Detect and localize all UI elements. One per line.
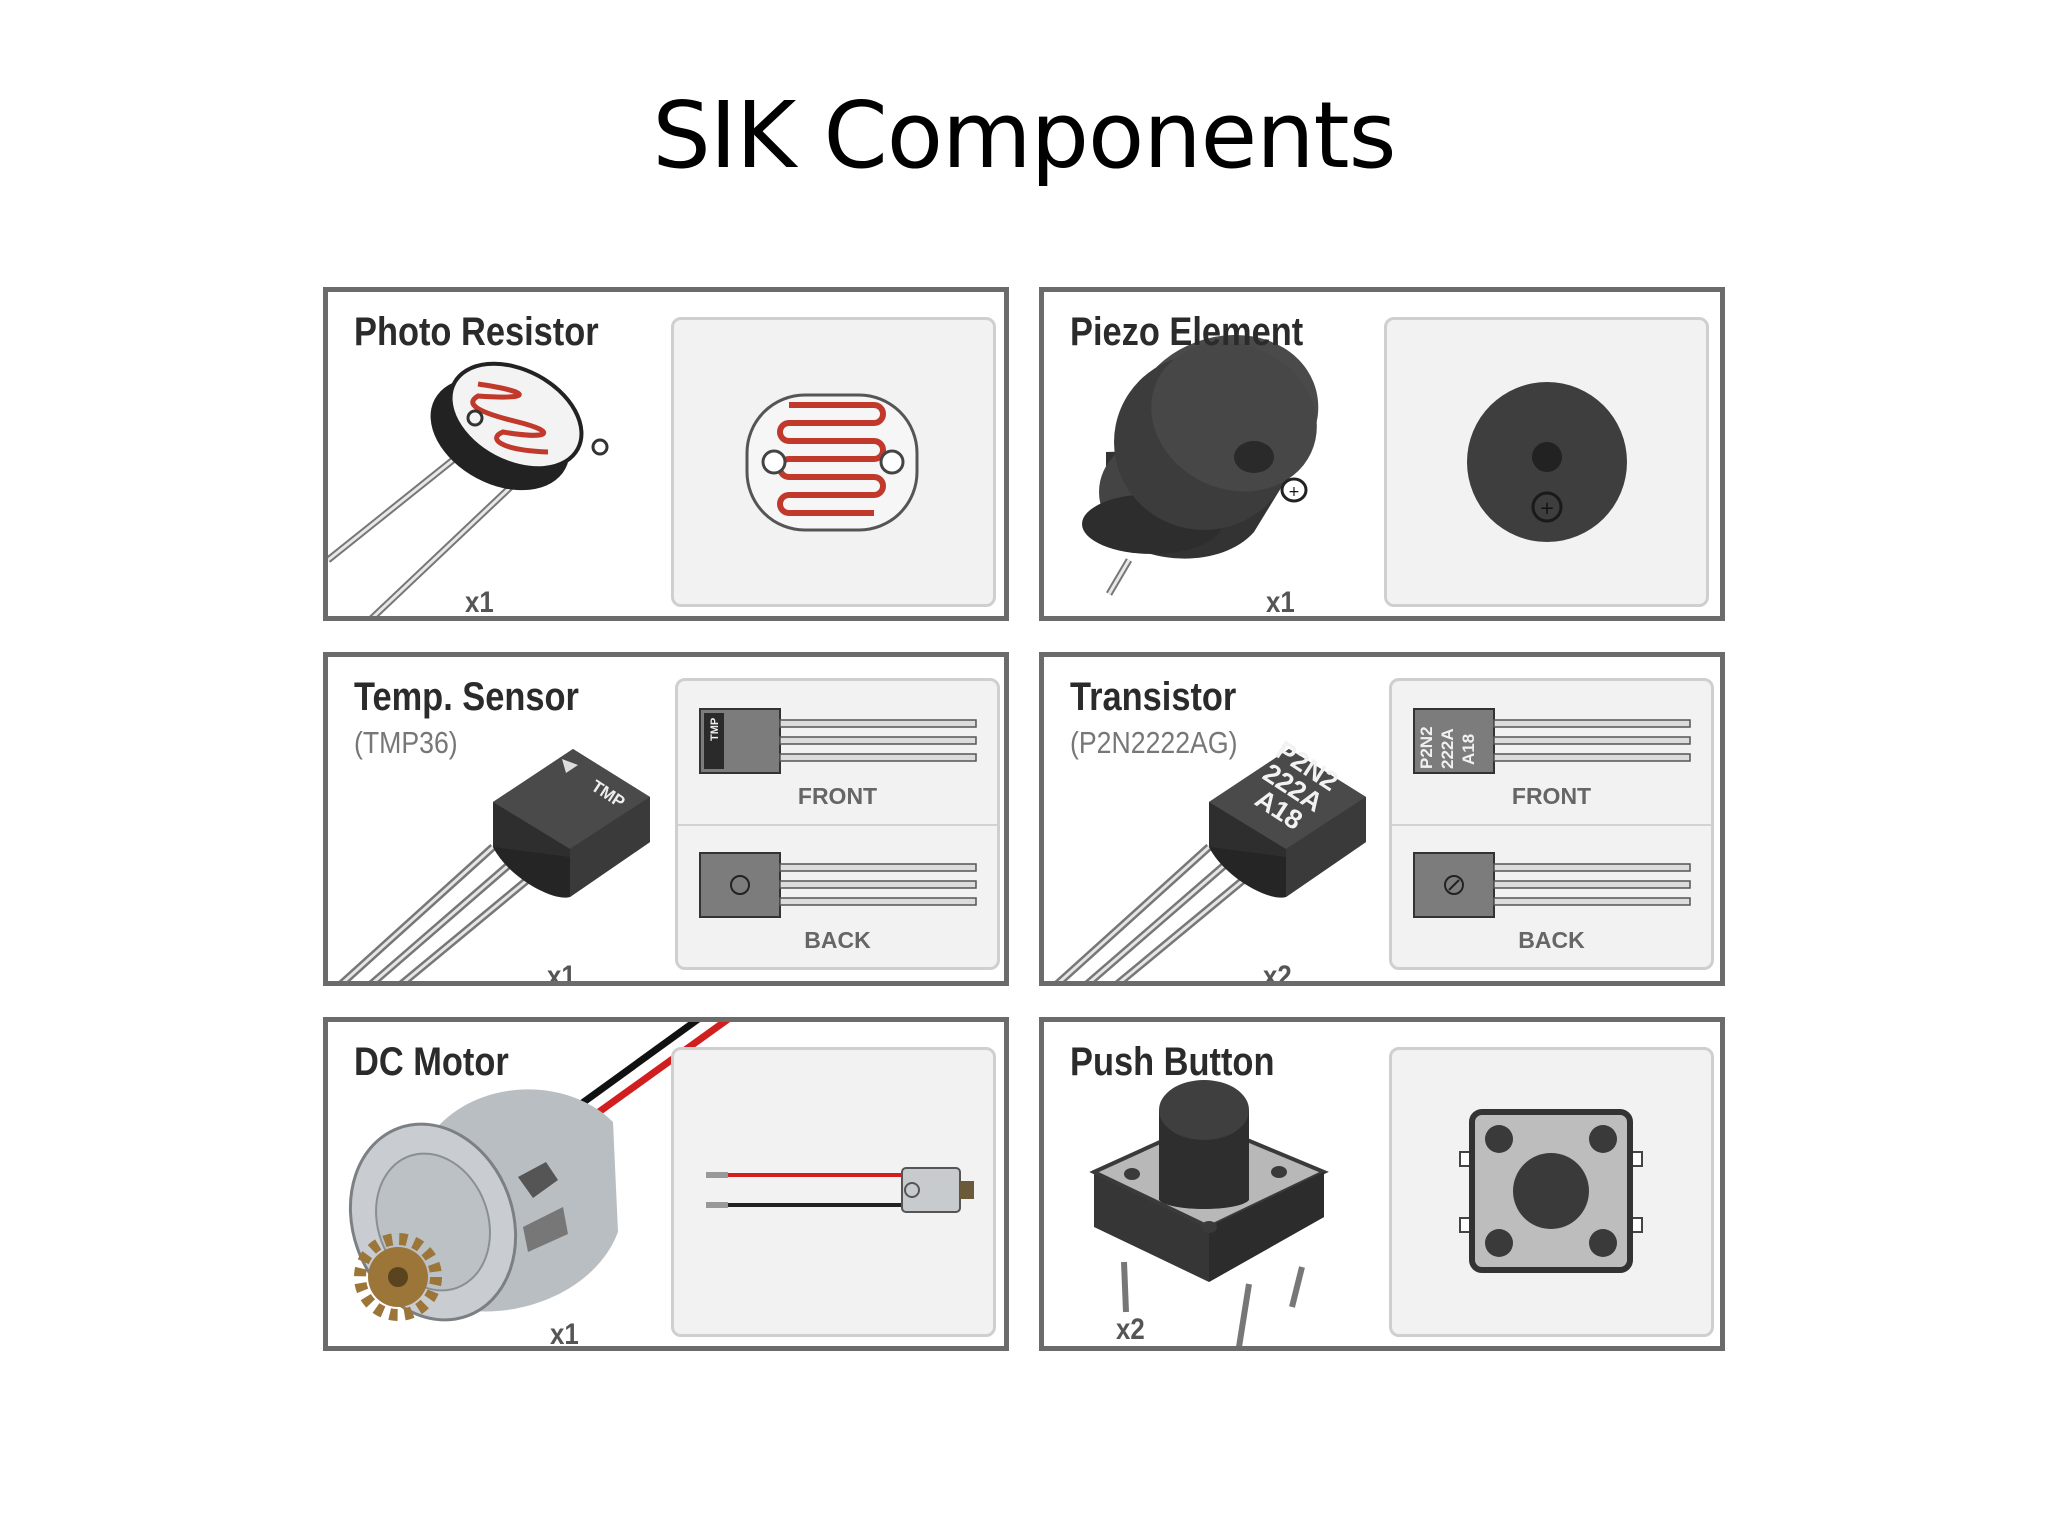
component-name: DC Motor xyxy=(354,1040,509,1084)
svg-text:+: + xyxy=(1288,484,1300,500)
component-quantity: x2 xyxy=(1263,960,1292,986)
component-name: Transistor xyxy=(1070,675,1237,719)
component-name: Piezo Element xyxy=(1070,310,1304,354)
front-label: FRONT xyxy=(1511,783,1592,809)
front-chip-line-2: 222A xyxy=(1438,728,1457,769)
front-chip-line-1: P2N2 xyxy=(1417,726,1436,769)
back-label: BACK xyxy=(804,927,871,953)
temp-sensor-card: TMP Temp. Sensor (TMP36) x1 TMP FRONT BA… xyxy=(323,652,1009,986)
svg-text:+: + xyxy=(1539,498,1554,519)
dc-motor-top-icon xyxy=(706,1167,974,1213)
photo-resistor-top-icon xyxy=(745,393,919,532)
component-part-number: (P2N2222AG) xyxy=(1070,725,1238,760)
dc-motor-card: DC Motor x1 xyxy=(323,1017,1009,1351)
push-button-top-view xyxy=(1389,1047,1714,1337)
dc-motor-icon xyxy=(348,1022,731,1322)
panel-divider xyxy=(1392,824,1711,826)
photo-resistor-top-view xyxy=(671,317,996,607)
piezo-icon: + xyxy=(1082,334,1319,596)
front-label: FRONT xyxy=(797,783,878,809)
page-title: SIK Components xyxy=(652,82,1396,189)
component-quantity: x1 xyxy=(465,586,494,619)
temp-sensor-views: TMP FRONT BACK xyxy=(675,678,1000,970)
photo-resistor-icon xyxy=(328,361,609,616)
component-name: Push Button xyxy=(1070,1040,1275,1084)
component-quantity: x1 xyxy=(550,1318,579,1351)
push-button-top-icon xyxy=(1459,1109,1643,1273)
push-button-card: Push Button x2 xyxy=(1039,1017,1725,1351)
component-quantity: x1 xyxy=(547,960,576,986)
push-button-icon xyxy=(1089,1080,1329,1346)
dc-motor-top-view xyxy=(671,1047,996,1337)
front-chip-line-3: A18 xyxy=(1459,734,1478,765)
photo-resistor-card: Photo Resistor x1 xyxy=(323,287,1009,621)
panel-divider xyxy=(678,824,997,826)
component-name: Temp. Sensor xyxy=(354,675,579,719)
component-part-number: (TMP36) xyxy=(354,725,458,760)
temp-sensor-front-back-icon: TMP xyxy=(699,708,977,918)
temp-front-chip-label: TMP xyxy=(709,718,721,741)
transistor-icon: P2N2 222A A18 xyxy=(1054,735,1366,981)
transistor-views: P2N2 222A A18 FRONT BACK xyxy=(1389,678,1714,970)
component-name: Photo Resistor xyxy=(354,310,599,354)
transistor-card: P2N2 222A A18 Transistor (P2N2222AG) x2 … xyxy=(1039,652,1725,986)
transistor-front-back-icon: P2N2 222A A18 xyxy=(1413,708,1691,918)
component-quantity: x1 xyxy=(1266,586,1295,619)
component-quantity: x2 xyxy=(1116,1313,1145,1346)
piezo-top-icon: + xyxy=(1467,382,1627,542)
back-label: BACK xyxy=(1518,927,1585,953)
piezo-top-view: + xyxy=(1384,317,1709,607)
temp-sensor-icon: TMP xyxy=(338,749,650,981)
piezo-element-card: + Piezo Element x1 + xyxy=(1039,287,1725,621)
